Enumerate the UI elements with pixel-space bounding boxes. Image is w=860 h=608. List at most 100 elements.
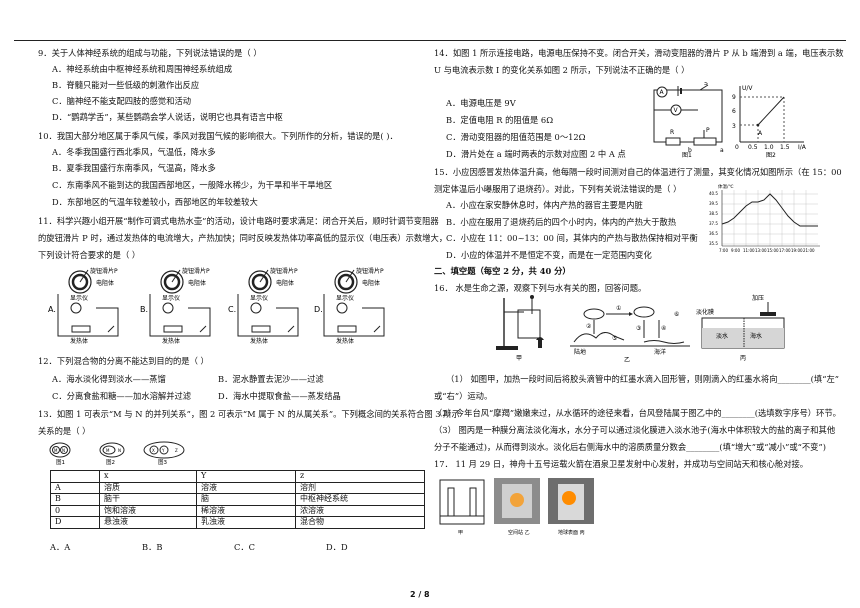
fig3-x: X — [152, 448, 155, 453]
q11-line-2: 的旋钮滑片 P 时，通过发热体的电流增大，产热加快；同时反映发热体功率高低的显示… — [38, 233, 448, 243]
q11-circuit-b[interactable]: 旋钮滑片P 电阻体 显示仪 发热体 B. — [140, 264, 230, 350]
q13-answer-a[interactable]: A．A — [50, 542, 71, 552]
table-header-row: x Y z — [50, 470, 425, 483]
header-cell: z — [295, 470, 425, 483]
fig1-label: 图1 — [682, 152, 692, 158]
q15-line-1: 15．小应因感冒发热体温升高，他每隔一段时间测对自己的体温进行了测量，其变化情况… — [434, 167, 842, 177]
table-cell: 溶剂 — [295, 481, 425, 494]
q15-option-b[interactable]: B．小应在服用了退烧药后的四个小时内，体内的产热大于散热 — [446, 217, 677, 227]
fig-jia: 甲 — [516, 355, 522, 362]
cycle-step-1: ① — [616, 305, 621, 312]
q13-answer-c[interactable]: C．C — [234, 542, 255, 552]
p-label: P — [706, 127, 710, 134]
table-cell: 浓溶液 — [295, 504, 425, 517]
q14-fig1-circuit: A S V R P b a 图1 — [648, 80, 728, 162]
fig3-z: Z — [175, 448, 178, 453]
q14-option-c[interactable]: C．滑动变阻器的阻值范围是 0～12Ω — [446, 132, 586, 142]
cycle-step-4: ④ — [661, 325, 666, 332]
q11-circuit-a[interactable]: 旋钮滑片P 电阻体 显示仪 发热体 A. — [48, 264, 138, 350]
q15-option-a[interactable]: A．小应在家安静休息时，体内产热的器官主要是内脏 — [446, 200, 643, 210]
q11-line-3: 下列设计符合要求的是（ ） — [38, 250, 141, 260]
fig2-m: M — [106, 448, 110, 453]
temp-xtick: 9:00 — [731, 248, 740, 253]
q9-option-d[interactable]: D．“鹦鹉学舌”，某些鹦鹉会学人说话，说明它也具有语言中枢 — [52, 112, 283, 122]
letter-a: A. — [48, 305, 56, 314]
q9-option-a[interactable]: A．神经系统由中枢神经系统和周围神经系统组成 — [52, 64, 233, 74]
fig2-label: 图2 — [106, 458, 115, 466]
resistor-label: 电阻体 — [362, 279, 380, 287]
fig2-label: 图2 — [766, 152, 776, 158]
header-cell: Y — [196, 470, 296, 483]
q14-option-a[interactable]: A．电源电压是 9V — [446, 98, 516, 108]
q13-answer-d[interactable]: D．D — [326, 542, 348, 552]
q9-stem: 9．关于人体神经系统的组成与功能，下列说法错误的是（ ） — [38, 48, 262, 58]
ammeter-label: A — [660, 89, 665, 96]
temp-xtick: 11:00 — [743, 248, 755, 253]
q13-answer-b[interactable]: B．B — [142, 542, 163, 552]
land-label: 陆地 — [574, 348, 586, 356]
q13-line-1: 13．如图 1 可表示“M 与 N 的并列关系”，图 2 可表示“M 属于 N … — [38, 409, 460, 419]
fig1-label: 图1 — [56, 458, 65, 466]
q15-option-c[interactable]: C．小应在 11：00~13：00 间，其体内的产热与散热保持相对平衡 — [446, 233, 698, 243]
q9-option-b[interactable]: B．脊髓只能对一些低级的刺激作出反应 — [52, 80, 200, 90]
heater-label: 发热体 — [250, 337, 268, 345]
q16-figures: 甲 ① ② ③ ④ ⑤ ⑥ 陆地 海洋 乙 加压 淡化膜 淡水 海水 丙 — [494, 292, 794, 368]
temp-xtick: 15:00 — [767, 248, 779, 253]
temp-xtick: 19:00 — [791, 248, 803, 253]
table-cell: 稀溶液 — [196, 504, 296, 517]
q10-option-c[interactable]: C．东南季风不能到达的我国西部地区，一般降水稀少，为干旱和半干旱地区 — [52, 180, 333, 190]
q10-option-b[interactable]: B．夏季我国盛行东南季风，气温高，降水多 — [52, 163, 216, 173]
q17-fig-bing: 地球表面 丙 — [558, 529, 585, 536]
top-rule — [14, 40, 846, 41]
header-cell: x — [99, 470, 197, 483]
temp-xtick: 17:00 — [779, 248, 791, 253]
header-cell — [50, 470, 100, 483]
q12-option-c[interactable]: C．分离食盐和糖——加水溶解并过滤 — [52, 391, 192, 401]
table-cell: 饱和溶液 — [99, 504, 197, 517]
table-row: 0 饱和溶液 稀溶液 浓溶液 — [50, 504, 425, 517]
table-cell: B — [50, 493, 100, 506]
q11-line-1: 11．科学兴趣小组开展“制作可调式电热水壶”的活动，设计电路时要求满足：闭合开关… — [38, 216, 439, 226]
table-cell: 0 — [50, 504, 100, 517]
temp-ytick: 38.5 — [709, 211, 718, 216]
q16-stem: 16． 水是生命之源，观察下列与水有关的图，回答问题。 — [434, 283, 647, 293]
q12-stem: 12．下列混合物的分离不能达到目的的是（ ） — [38, 356, 209, 366]
knob-label: 旋钮滑片P — [182, 267, 210, 275]
table-row: D 悬浊液 乳浊液 混合物 — [50, 516, 425, 529]
fig2-ytick: 9 — [732, 94, 736, 101]
q12-option-a[interactable]: A．海水淡化得到淡水——蒸馏 — [52, 374, 166, 384]
meter-label: 显示仪 — [162, 295, 180, 302]
cycle-step-6: ⑥ — [674, 311, 679, 318]
table-cell: D — [50, 516, 100, 529]
voltmeter-label: V — [674, 107, 679, 114]
q12-option-b[interactable]: B．泥水静置去泥沙——过滤 — [218, 374, 324, 384]
q10-option-d[interactable]: D．东部地区的气温年较差较小，西部地区的年较差较大 — [52, 197, 258, 207]
q16-part-1: （1） 如图甲，加热一段时间后将胶头滴管中的红墨水滴入回形管，则刚滴入的红墨水将… — [446, 374, 839, 384]
q14-option-d[interactable]: D．滑片处在 a 端时两表的示数对应图 2 中 A 点 — [446, 149, 626, 159]
q10-option-a[interactable]: A．冬季我国盛行西北季风，气温低，降水多 — [52, 147, 216, 157]
q11-circuit-c[interactable]: 旋钮滑片P 电阻体 显示仪 发热体 C. — [228, 264, 318, 350]
q16-part-3-cont: 分子不能通过)，从而得到淡水。淡化后右侧海水中的溶质质量分数会________(… — [434, 442, 826, 452]
q11-circuit-d[interactable]: 旋钮滑片P 电阻体 显示仪 发热体 D. — [314, 264, 404, 350]
temp-ytick: 35.5 — [709, 241, 718, 246]
meter-label: 显示仪 — [250, 295, 268, 302]
fig2-xlabel: I/A — [798, 144, 807, 151]
knob-label: 旋钮滑片P — [356, 267, 384, 275]
table-cell: 溶质 — [99, 481, 197, 494]
q10-stem: 10．我国大部分地区属于季风气候，季风对我国气候的影响很大。下列所作的分析，错误… — [38, 131, 398, 141]
ocean-label: 海洋 — [654, 348, 666, 356]
q12-option-d[interactable]: D．海水中提取食盐——蒸发结晶 — [218, 391, 341, 401]
temp-ytick: 40.5 — [709, 191, 718, 196]
table-cell: 脑干 — [99, 493, 197, 506]
q16-part-1-cont: 或“右”）运动。 — [434, 391, 493, 401]
q17-fig-yi: 空间站 乙 — [508, 529, 530, 536]
q15-option-d[interactable]: D．小应的体温并不是恒定不变，而是在一定范围内变化 — [446, 250, 652, 260]
table-cell: 混合物 — [295, 516, 425, 529]
q13-figures: M N 图1 M N 图2 X Y Z 图3 — [48, 441, 198, 471]
q14-option-b[interactable]: B．定值电阻 R 的阻值是 6Ω — [446, 115, 554, 125]
q9-option-c[interactable]: C．脑神经不能支配四肢的感觉和活动 — [52, 96, 192, 106]
table-cell: 中枢神经系统 — [295, 493, 425, 506]
q15-line-2: 测定体温后小曝服用了退烧药）。对此，下列有关说法错误的是（ ） — [434, 184, 682, 194]
fig2-point-a: A — [758, 130, 763, 137]
heater-label: 发热体 — [70, 337, 88, 345]
